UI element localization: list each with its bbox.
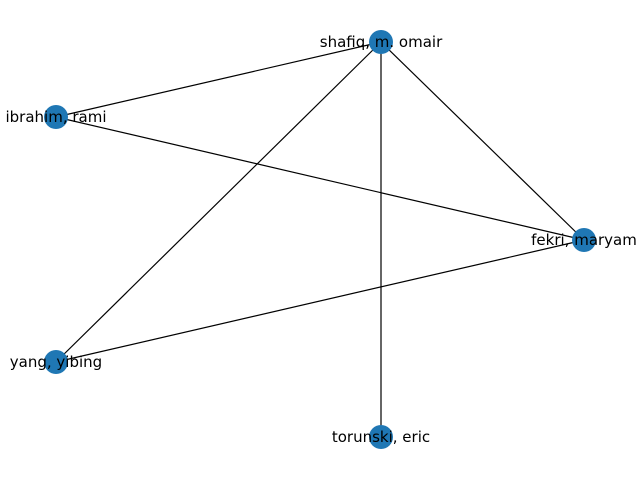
edges-layer [55,41,585,437]
edge-shafiq-ibrahim [55,41,382,118]
node-yang [44,350,68,374]
node-torunski [369,425,393,449]
node-label-yang: yang, yibing [10,353,102,371]
edge-fekri-yang [55,239,585,363]
nodes-layer [44,30,596,449]
edge-ibrahim-fekri [55,116,585,241]
node-shafiq [369,30,393,54]
node-label-torunski: torunski, eric [332,428,430,446]
node-label-fekri: fekri, maryam [531,231,637,249]
edge-shafiq-yang [55,41,382,363]
edge-shafiq-fekri [380,41,585,241]
node-ibrahim [44,105,68,129]
node-fekri [572,228,596,252]
labels-layer: shafiq, m. omair ibrahim, rami fekri, mary… [5,33,636,446]
node-label-ibrahim: ibrahim, rami [5,108,106,126]
node-label-shafiq: shafiq, m. omair [320,33,443,51]
